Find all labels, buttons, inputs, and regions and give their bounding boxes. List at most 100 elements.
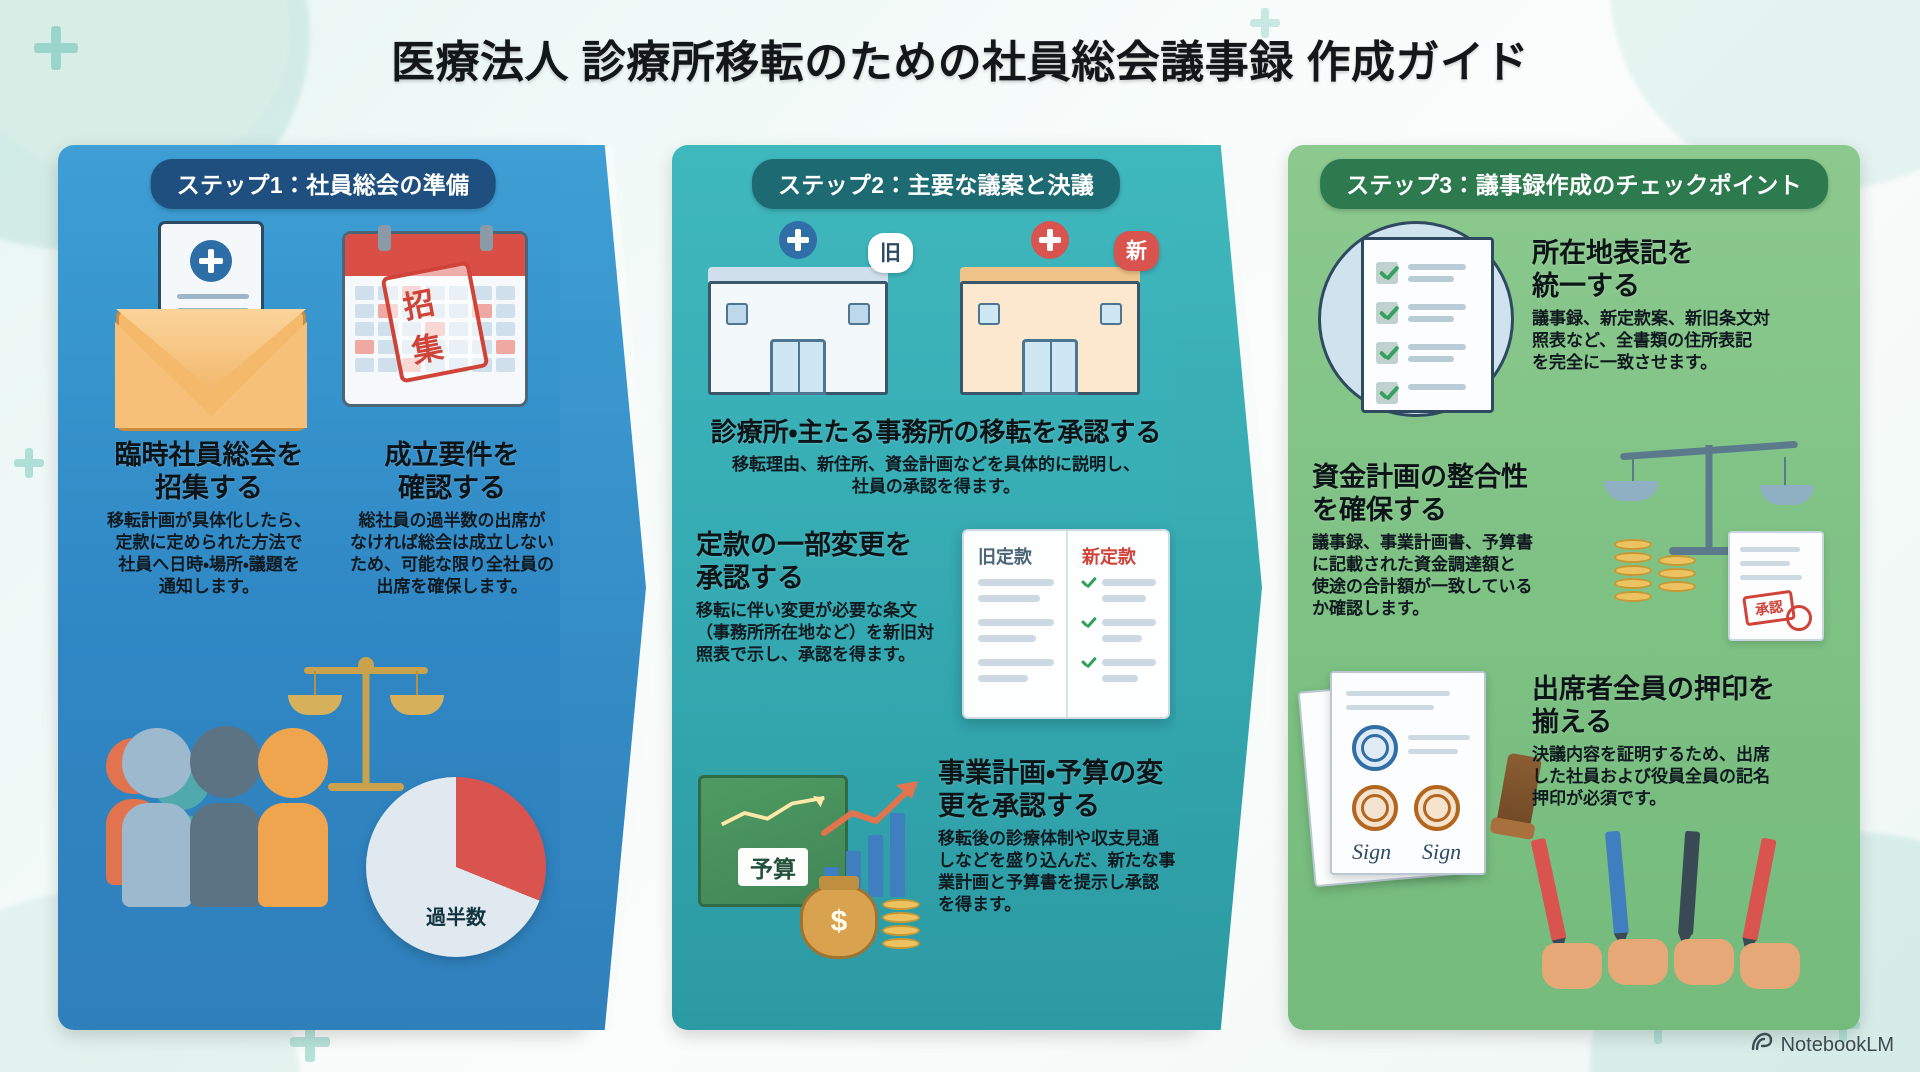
check-mark-icon: [1080, 615, 1095, 630]
signed-sealed-documents-icon: Sign Sign: [1297, 663, 1556, 933]
hand-icon: [1740, 943, 1800, 989]
red-seal-icon: [1786, 605, 1812, 631]
pie-chart: [366, 777, 546, 957]
comparison-new-header: 新定款: [1082, 547, 1136, 567]
step-3-item-1-heading: 所在地表記を 統一する: [1532, 238, 1694, 301]
step-3-item-2: 資金計画の整合性 を確保する 議事録、事業計画書、予算書 に記載された資金調達額…: [1312, 461, 1570, 620]
budget-book-chart-money-icon: 予算 $: [692, 751, 942, 971]
step-1-item-1-body: 移転計画が具体化したら、 定款に定められた方法で 社員へ日時・場所・議題を 通知…: [107, 510, 311, 597]
envelope-icon: [115, 309, 307, 431]
calendar-icon: 招集: [342, 231, 528, 407]
calendar-ring-left: [378, 225, 391, 251]
person-silhouette: [122, 728, 192, 907]
balance-scales-icon: [286, 651, 446, 791]
bg-cross-icon-2: [14, 448, 44, 478]
step-2-body: 旧 新 診療所・主たる事務所の移転を承認する 移転理由、新住所、資金計画などを具…: [672, 211, 1200, 1030]
page-title: 医療法人 診療所移転のための社員総会議事録 作成ガイド: [391, 38, 1529, 87]
check-mark-icon: [1376, 261, 1399, 284]
notebooklm-logo-icon: [1751, 1032, 1773, 1058]
step-2-badge: ステップ2：主要な議案と決議: [752, 159, 1120, 209]
person-silhouette: [190, 726, 262, 907]
official-seal-icon: [1352, 725, 1398, 771]
step-3-badge: ステップ3：議事録作成のチェックポイント: [1320, 159, 1828, 209]
hand-icon: [1608, 939, 1668, 985]
step-3-item-3: 出席者全員の押印を 揃える 決議内容を証明するため、出席 した社員および役員全員…: [1532, 673, 1832, 810]
official-seal-icon: [1352, 785, 1398, 831]
step-2-item-2-body: 移転に伴い変更が必要な条文 （事務所所在地など）を新旧対 照表で示し、承認を得ま…: [696, 600, 934, 665]
document-front: Sign Sign: [1330, 671, 1486, 875]
pen-icon: [1604, 830, 1629, 936]
calendar-notice-icon: 招集: [330, 225, 540, 425]
step-1-item-1-heading: 臨時社員総会を 招集する: [114, 440, 304, 503]
step-2-item-3: 事業計画・予算の変 更を承認する 移転後の診療体制や収支見通 しなどを盛り込んだ…: [938, 757, 1186, 916]
signature-text: Sign: [1352, 839, 1392, 864]
step-2-item-2: 定款の一部変更を 承認する 移転に伴い変更が必要な条文 （事務所所在地など）を新…: [696, 529, 954, 666]
step-1-item-2: 成立要件を 確認する 総社員の過半数の出席が なければ総会は成立しない ため、可…: [326, 439, 578, 598]
notebooklm-watermark: NotebookLM: [1751, 1032, 1894, 1058]
step-3-item-2-body: 議事録、事業計画書、予算書 に記載された資金調達額と 使途の合計額が一致している…: [1312, 532, 1533, 619]
new-tag-badge: 新: [1114, 231, 1159, 271]
clinic-buildings-old-new-icon: 旧 新: [686, 215, 1186, 415]
budget-book-icon: 予算: [698, 775, 848, 907]
official-seal-icon: [1414, 785, 1460, 831]
step-1-item-2-heading: 成立要件を 確認する: [384, 440, 520, 503]
medical-cross-icon: [779, 221, 817, 259]
comparison-old-header: 旧定款: [978, 547, 1032, 567]
step-2-item-3-heading: 事業計画・予算の変 更を承認する: [938, 758, 1164, 821]
pen-icon: [1742, 837, 1777, 943]
step-1-item-1: 臨時社員総会を 招集する 移転計画が具体化したら、 定款に定められた方法で 社員…: [80, 439, 338, 598]
calendar-stamp-text: 招集: [380, 260, 490, 384]
step-1-badge: ステップ1：社員総会の準備: [150, 159, 496, 209]
check-mark-icon: [1080, 655, 1095, 670]
balance-scales-icon: [1604, 435, 1814, 555]
step-2-item-1: 診療所・主たる事務所の移転を承認する 移転理由、新住所、資金計画などを具体的に説…: [686, 417, 1186, 498]
step-3-body: 所在地表記を 統一する 議事録、新定款案、新旧条文対 照表など、全書類の住所表記…: [1288, 211, 1860, 1030]
check-mark-icon: [1376, 341, 1399, 364]
check-mark-icon: [1376, 381, 1399, 404]
checklist-document-icon: [1318, 221, 1514, 417]
money-bag-icon: $: [800, 885, 878, 959]
step-2-item-2-heading: 定款の一部変更を 承認する: [696, 530, 912, 593]
coin-stack-icon: [1658, 555, 1696, 592]
person-silhouette: [258, 728, 328, 907]
step-3-item-2-heading: 資金計画の整合性 を確保する: [1312, 462, 1528, 525]
step-1-column: ステップ1：社員総会の準備: [58, 145, 588, 1030]
step-3-item-3-body: 決議内容を証明するため、出席 した社員および役員全員の記名 押印が必須です。: [1532, 744, 1770, 809]
medical-cross-icon: [1031, 221, 1069, 259]
people-group-icon: [106, 677, 356, 907]
pen-icon: [1678, 830, 1701, 936]
coin-stack-icon: [1614, 539, 1652, 602]
coin-stack-icon: [882, 899, 920, 949]
majority-pie-chart-icon: 過半数: [358, 777, 554, 977]
step-2-item-1-body: 移転理由、新住所、資金計画などを具体的に説明し、 社員の承認を得ます。: [732, 454, 1140, 496]
step-2-column: ステップ2：主要な議案と決議 旧: [672, 145, 1200, 1030]
signature-text: Sign: [1422, 839, 1462, 864]
step-3-item-1: 所在地表記を 統一する 議事録、新定款案、新旧条文対 照表など、全書類の住所表記…: [1532, 237, 1824, 374]
step-1-item-2-body: 総社員の過半数の出席が なければ総会は成立しない ため、可能な限り全社員の 出席…: [350, 510, 554, 597]
step-1-body: 招集 臨時社員総会を 招集する 移転計画が具体化したら、 定款に定められた方法で…: [58, 211, 588, 1030]
pie-chart-label: 過半数: [426, 907, 486, 929]
articles-comparison-document-icon: 旧定款 新定款: [962, 529, 1170, 719]
step-3-column: ステップ3：議事録作成のチェックポイント: [1288, 145, 1860, 1030]
envelope-medical-document-icon: [106, 221, 316, 431]
signing-pens-icon: [1530, 830, 1838, 1021]
checklist-sheet: [1361, 236, 1495, 414]
check-mark-icon: [1376, 301, 1399, 324]
hand-icon: [1542, 943, 1602, 989]
step-3-item-1-body: 議事録、新定款案、新旧条文対 照表など、全書類の住所表記 を完全に一致させます。: [1532, 308, 1770, 373]
step-2-item-3-body: 移転後の診療体制や収支見通 しなどを盛り込んだ、新たな事 業計画と予算書を提示し…: [938, 828, 1176, 915]
old-tag-badge: 旧: [868, 233, 913, 273]
step-2-item-1-heading: 診療所・主たる事務所の移転を承認する: [710, 417, 1162, 447]
trend-sparkline-icon: [715, 794, 831, 832]
step-3-item-3-heading: 出席者全員の押印を 揃える: [1532, 674, 1775, 737]
hand-icon: [1674, 939, 1734, 985]
balance-funds-certificate-icon: 承認: [1578, 435, 1840, 655]
notebooklm-label: NotebookLM: [1780, 1033, 1894, 1056]
approval-certificate-icon: 承認: [1728, 531, 1824, 641]
growth-arrow-icon: [818, 777, 928, 844]
budget-book-label: 予算: [738, 848, 808, 886]
new-clinic-building-icon: [960, 221, 1140, 395]
calendar-ring-right: [480, 225, 493, 251]
check-mark-icon: [1080, 575, 1095, 590]
